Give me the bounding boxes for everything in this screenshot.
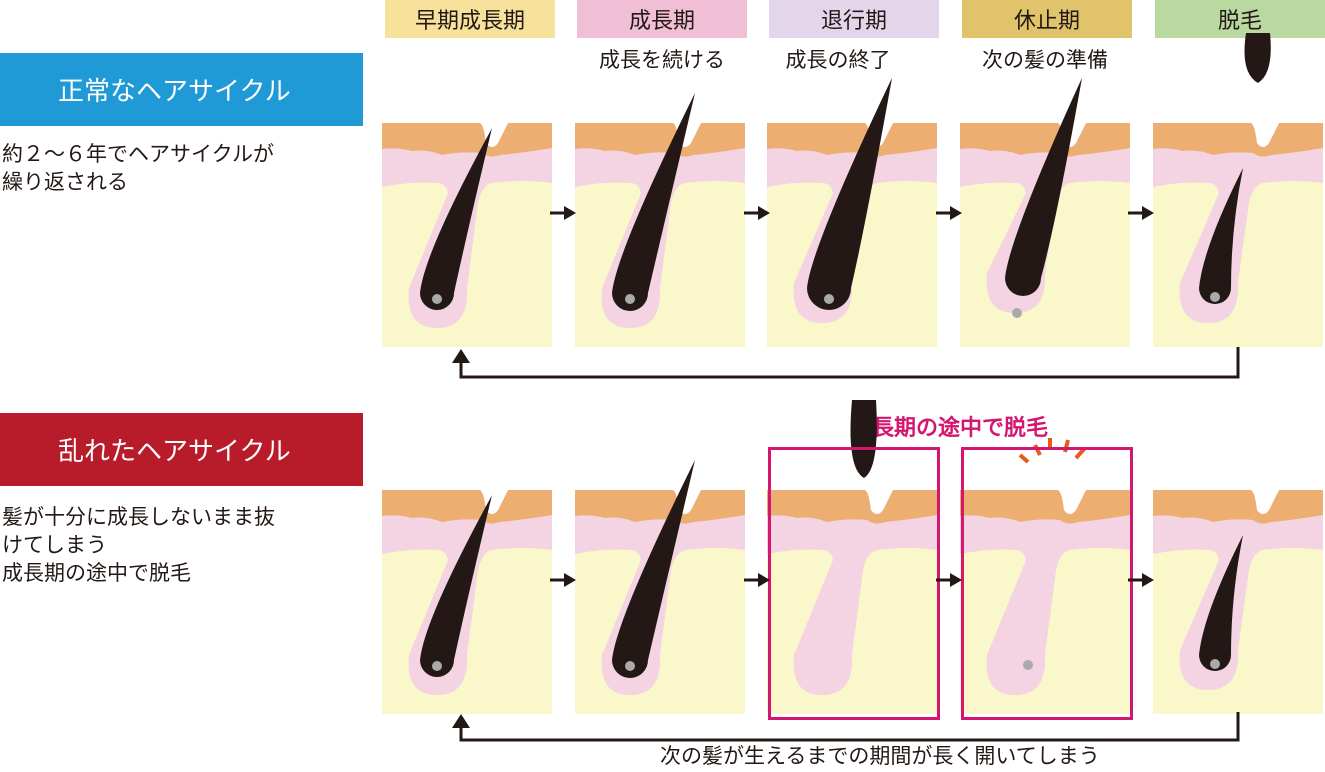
phase-label-early-anagen: 早期成長期 — [385, 0, 555, 38]
dermal-papilla — [432, 294, 442, 304]
dermal-papilla — [432, 661, 442, 671]
skin-cross-section — [1153, 490, 1323, 714]
desc-line: 成長期の途中で脱毛 — [2, 561, 191, 585]
disrupted-cycle-description: 髪が十分に成長しないまま抜 けてしまう 成長期の途中で脱毛 — [2, 503, 275, 587]
arrowhead — [564, 206, 576, 220]
phase-label-anagen: 成長期 — [577, 0, 747, 38]
phase-label-shedding: 脱毛 — [1155, 0, 1325, 38]
catagen-description: 成長の終了 — [785, 48, 891, 72]
arrowhead — [758, 573, 770, 587]
dermal-papilla — [1012, 308, 1022, 318]
skin-cross-section — [960, 78, 1130, 347]
long-gap-caption: 次の髪が生えるまでの期間が長く開いてしまう — [660, 744, 1100, 768]
disrupted-cycle-title: 乱れたヘアサイクル — [0, 413, 363, 486]
falling-hair — [1244, 33, 1271, 83]
desc-line: けてしまう — [2, 533, 107, 557]
desc-line: 髪が十分に成長しないまま抜 — [2, 505, 275, 529]
dermal-papilla — [1210, 292, 1220, 302]
return-arrow — [459, 712, 1240, 742]
skin-cross-section — [575, 460, 745, 714]
arrowhead — [950, 573, 962, 587]
dermal-papilla — [824, 294, 834, 304]
hair — [612, 460, 695, 678]
skin-cross-section — [960, 438, 1130, 714]
arrowhead — [950, 206, 962, 220]
return-arrow — [459, 347, 1240, 379]
desc-line: 繰り返される — [2, 170, 128, 194]
phase-label-telogen: 休止期 — [962, 0, 1132, 38]
highlight-frame — [768, 447, 940, 720]
arrowhead — [564, 573, 576, 587]
phase-label-catagen: 退行期 — [769, 0, 939, 38]
skin-cross-section — [575, 93, 745, 347]
hair — [612, 93, 695, 311]
normal-cycle-title: 正常なヘアサイクル — [0, 53, 363, 126]
desc-line: 約２～６年でヘアサイクルが — [2, 142, 274, 166]
highlight-frame — [961, 447, 1133, 720]
hair — [1199, 168, 1243, 304]
skin-cross-section — [767, 400, 937, 714]
hair — [807, 78, 892, 310]
hair — [420, 128, 492, 310]
skin-cross-section — [1153, 33, 1323, 347]
dermal-papilla — [625, 661, 635, 671]
dermal-papilla — [1023, 660, 1033, 670]
skin-cross-section — [382, 490, 552, 714]
dermal-papilla — [1210, 659, 1220, 669]
hair — [420, 495, 492, 677]
falling-hair — [850, 400, 877, 478]
anagen-description: 成長を続ける — [599, 48, 725, 72]
arrowhead — [1142, 573, 1154, 587]
hair — [1199, 535, 1243, 671]
telogen-description: 次の髪の準備 — [982, 48, 1108, 72]
skin-cross-section — [767, 78, 937, 347]
normal-cycle-description: 約２～６年でヘアサイクルが 繰り返される — [2, 140, 274, 196]
skin-cross-section — [382, 123, 552, 347]
hair — [1005, 78, 1082, 296]
mid-anagen-shedding-label: 成長期の途中で脱毛 — [849, 416, 1048, 441]
arrowhead — [1142, 206, 1154, 220]
arrowhead — [758, 206, 770, 220]
dermal-papilla — [625, 294, 635, 304]
